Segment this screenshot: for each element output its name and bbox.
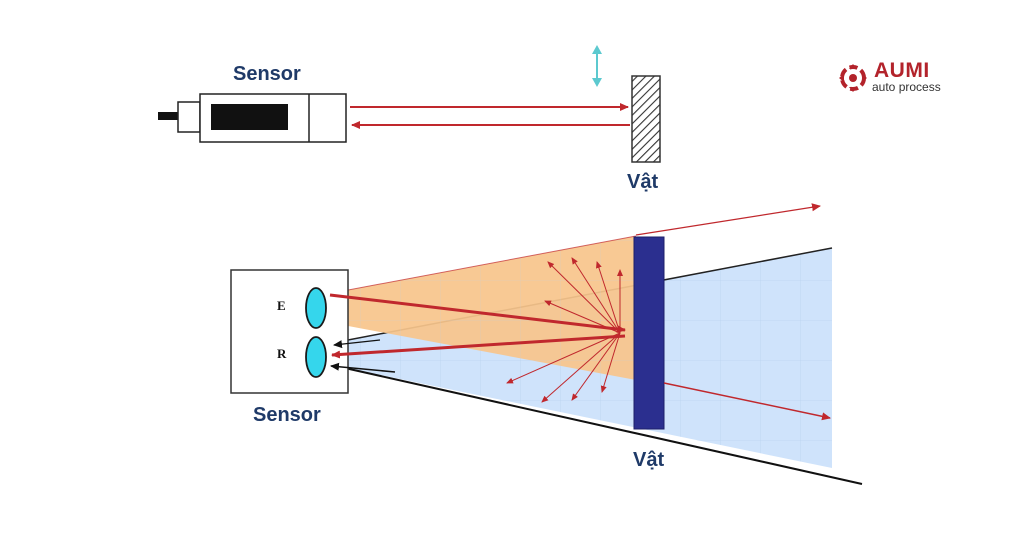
- bottom-sensor-box: [230, 269, 349, 394]
- top-sensor-window: [211, 104, 288, 130]
- bottom-object-plate: [633, 236, 665, 430]
- passing-beam-bottom: [663, 382, 831, 421]
- top-sensor-label: Sensor: [233, 63, 301, 85]
- brand-tagline: auto process: [872, 80, 941, 94]
- receiver-letter: R: [277, 346, 287, 361]
- scatter-rays: [506, 257, 623, 403]
- top-object-label: Vật: [627, 171, 659, 193]
- reflected-beam: [331, 334, 626, 359]
- brand-name: AUMI: [874, 59, 930, 82]
- emitter-letter: E: [277, 298, 286, 313]
- bottom-sensor-label: Sensor: [253, 404, 321, 426]
- emitted-beam: [329, 293, 626, 334]
- emission-cone-top-edge: [326, 235, 637, 295]
- top-sensor-connector: [177, 101, 201, 133]
- passing-beam-top: [635, 203, 821, 236]
- top-object-plate: [631, 75, 661, 163]
- gear-swirl-icon: [839, 64, 867, 92]
- sensing-zone-bottom-edge: [326, 363, 863, 485]
- emitter-lens: [305, 287, 327, 329]
- top-sensor-cable: [158, 112, 178, 120]
- top-sensor-assembly: [158, 93, 347, 143]
- ambient-ray: [330, 362, 396, 373]
- bottom-object-label: Vật: [633, 449, 665, 471]
- cone-edge-return-ray: [333, 339, 381, 349]
- brand-logo: AUMI auto process: [836, 60, 956, 96]
- receiver-lens: [305, 336, 327, 378]
- motion-arrow-icon: [592, 45, 602, 87]
